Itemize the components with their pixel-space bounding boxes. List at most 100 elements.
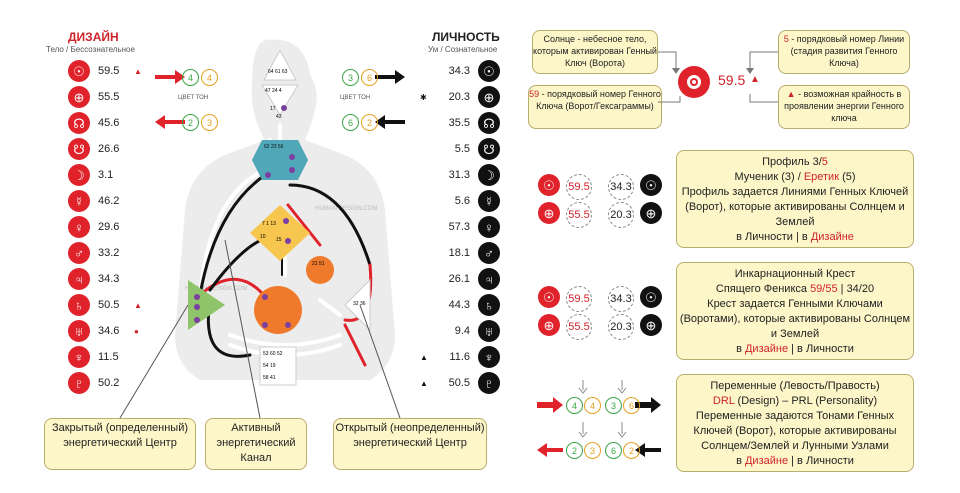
planet-row: 34.3☉	[420, 60, 500, 82]
watermark-left: HUMAN DESIGN.COM	[185, 286, 247, 292]
tone-circle: 6	[361, 69, 378, 86]
planet-mark: ✱	[420, 92, 427, 102]
planet-row: 31.3☽	[420, 164, 500, 186]
south-node-icon: ☋	[68, 138, 90, 160]
planet-value: 26.1	[448, 273, 470, 285]
planet-row: 5.6☿	[420, 190, 500, 212]
color-tone-label: ЦВЕТ ТОН	[340, 95, 371, 101]
legend-connectors	[658, 51, 778, 103]
planet-row: 35.5☊	[420, 112, 500, 134]
pluto-icon: ♇	[68, 372, 90, 394]
jupiter-icon: ♃	[68, 268, 90, 290]
sun-icon: ☉	[478, 60, 500, 82]
svg-text:43: 43	[276, 114, 282, 120]
watermark-right: HUMAN DESIGN.COM	[315, 206, 377, 212]
planet-row: 5.5☋	[420, 138, 500, 160]
design-bottom-tones: 2 3	[182, 114, 218, 131]
planet-value: 50.5	[98, 299, 120, 311]
planet-value: 33.2	[98, 247, 120, 259]
sun-icon: ☉	[538, 174, 560, 196]
planet-value: 55.5	[98, 91, 120, 103]
planet-row: ☿46.2	[68, 190, 134, 212]
personality-subtitle: Ум / Сознательное	[428, 45, 498, 54]
vars-pers-left-arrow-icon	[635, 443, 661, 457]
color-circle: 2	[182, 114, 199, 131]
planet-value: 11.5	[98, 351, 119, 363]
planet-mark: ▲	[420, 352, 428, 362]
mars-icon: ♂	[68, 242, 90, 264]
mars-icon: ♂	[478, 242, 500, 264]
mercury-icon: ☿	[68, 190, 90, 212]
planet-row: ♃34.3	[68, 268, 134, 290]
saturn-icon: ♄	[68, 294, 90, 316]
uranus-icon: ♅	[478, 320, 500, 342]
planet-row: ♀29.6	[68, 216, 134, 238]
earth-icon: ⊕	[68, 86, 90, 108]
pers-left-arrow-icon	[375, 115, 405, 129]
planet-row: 44.3♄	[420, 294, 500, 316]
planet-mark: ●	[134, 326, 139, 336]
color-circle: 3	[342, 69, 359, 86]
head-gates: 64 61 63	[268, 69, 288, 75]
saturn-icon: ♄	[478, 294, 500, 316]
legend-sun-icon	[678, 66, 710, 98]
earth-icon: ⊕	[538, 314, 560, 336]
black-value: 34.3	[608, 174, 634, 200]
planet-row: ☉59.5▲	[68, 60, 142, 82]
svg-text:21 51: 21 51	[312, 261, 325, 267]
venus-icon: ♀	[68, 216, 90, 238]
g-center	[250, 205, 310, 261]
sun-icon: ☉	[538, 286, 560, 308]
venus-icon: ♀	[478, 216, 500, 238]
sacral-center	[254, 286, 302, 334]
planet-row: 26.1 ♃	[420, 268, 500, 290]
svg-text:54 19: 54 19	[263, 363, 276, 369]
planet-row: ♄ 50.5 ▲	[68, 294, 142, 316]
profile-box: Профиль 3/5 Мученик (3) / Еретик (5) Про…	[676, 150, 914, 248]
moon-icon: ☽	[68, 164, 90, 186]
pers-top-tones: 3 6	[342, 69, 378, 86]
planet-value: 26.6	[98, 143, 120, 155]
earth-icon: ⊕	[538, 202, 560, 224]
planet-row: 9.4 ♅	[420, 320, 500, 342]
planet-row: ♅34.6●	[68, 320, 139, 342]
line-legend-box: 5 - порядковый номер Линии (стадия разви…	[778, 30, 910, 74]
planet-value: 9.4	[454, 325, 470, 337]
triangle-legend-box: ▲ - возможная крайность в проявлении эне…	[778, 85, 910, 129]
planet-mark: ▲	[134, 300, 142, 310]
design-title: ДИЗАЙН	[68, 30, 119, 44]
earth-icon: ⊕	[640, 202, 662, 224]
planet-value: 5.5	[454, 143, 470, 155]
legend-center-mark: ▲	[750, 74, 760, 85]
active-channel-label: Активный энергетический Канал	[205, 418, 307, 470]
planet-value: 57.3	[448, 221, 470, 233]
color-circle: 6	[342, 114, 359, 131]
svg-text:58 41: 58 41	[263, 375, 276, 381]
earth-icon: ⊕	[640, 314, 662, 336]
earth-icon: ⊕	[478, 86, 500, 108]
red-value: 59.5	[566, 286, 592, 312]
closed-center-label: Закрытый (определенный) энергетический Ц…	[44, 418, 196, 470]
planet-value: 35.5	[448, 117, 470, 129]
svg-text:53 60 52: 53 60 52	[263, 351, 283, 357]
red-value: 55.5	[566, 314, 592, 340]
tone-circle: 3	[201, 114, 218, 131]
pers-bottom-tones: 6 2	[342, 114, 378, 131]
jupiter-icon: ♃	[478, 268, 500, 290]
head-center	[263, 48, 297, 81]
mercury-icon: ☿	[478, 190, 500, 212]
planet-value: 20.3	[448, 91, 470, 103]
design-right-arrow-icon	[155, 70, 185, 84]
vars-design-left-arrow-icon	[537, 443, 563, 457]
svg-text:15: 15	[276, 237, 282, 243]
vars-arrows	[537, 380, 661, 457]
red-value: 55.5	[566, 202, 592, 228]
pers-right-arrow-icon	[375, 70, 405, 84]
sun-icon: ☉	[640, 174, 662, 196]
ajna-gates: 47 24 4	[265, 88, 282, 94]
design-left-arrow-icon	[155, 115, 185, 129]
